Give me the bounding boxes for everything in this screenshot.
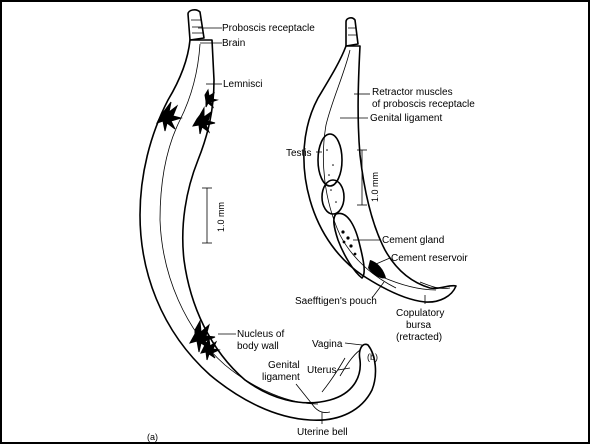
label-retractor-line2: of proboscis receptacle bbox=[372, 99, 475, 110]
panel-label-b: (b) bbox=[367, 352, 378, 362]
cement-gland bbox=[334, 213, 364, 278]
cement-reservoir bbox=[368, 260, 386, 278]
labels-female: Proboscis receptacle Brain Lemnisci Nucl… bbox=[147, 23, 362, 442]
label-genital-ligament-b: Genital ligament bbox=[370, 113, 442, 124]
label-testis: Testis bbox=[286, 148, 312, 159]
scale-label-b: 1.0 mm bbox=[370, 172, 380, 202]
label-copulatory-line1: Copulatory bbox=[396, 308, 444, 319]
label-proboscis-receptacle: Proboscis receptacle bbox=[222, 23, 315, 34]
panel-label-a: (a) bbox=[147, 432, 158, 442]
label-retractor-line1: Retractor muscles bbox=[372, 87, 453, 98]
female-worm-a bbox=[140, 10, 375, 420]
labels-male: Retractor muscles of proboscis receptacl… bbox=[286, 87, 475, 362]
male-proboscis bbox=[346, 18, 358, 46]
label-brain: Brain bbox=[222, 38, 245, 49]
label-copulatory-line2: bursa bbox=[406, 320, 431, 331]
label-nucleus-line1: Nucleus of bbox=[237, 329, 284, 340]
label-vagina: Vagina bbox=[312, 339, 343, 350]
label-genital-ligament-a-line2: ligament bbox=[262, 372, 300, 383]
label-uterine-bell: Uterine bell bbox=[297, 427, 348, 438]
label-genital-ligament-a-line1: Genital bbox=[268, 360, 300, 371]
label-cement-gland: Cement gland bbox=[382, 235, 444, 246]
label-lemnisci: Lemnisci bbox=[223, 79, 262, 90]
label-copulatory-line3: (retracted) bbox=[396, 332, 442, 343]
scale-bar-a: 1.0 mm bbox=[202, 188, 226, 243]
testis-upper bbox=[318, 134, 342, 186]
female-body-outline bbox=[140, 40, 375, 420]
label-saefftigens-pouch: Saefftigen's pouch bbox=[295, 296, 377, 307]
label-cement-reservoir: Cement reservoir bbox=[391, 253, 468, 264]
label-nucleus-line2: body wall bbox=[237, 341, 279, 352]
female-proboscis bbox=[188, 10, 204, 40]
scale-label-a: 1.0 mm bbox=[216, 202, 226, 232]
label-uterus: Uterus bbox=[307, 365, 336, 376]
